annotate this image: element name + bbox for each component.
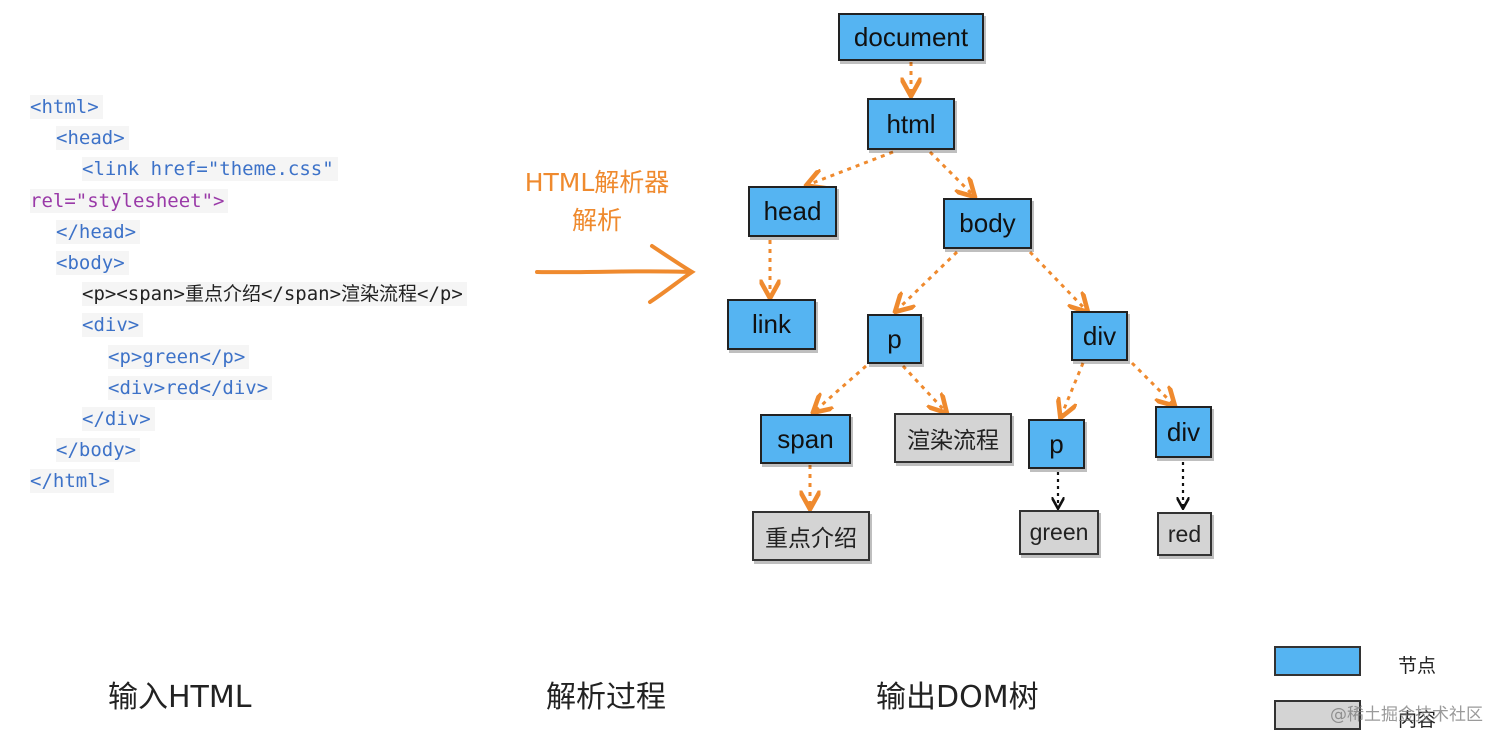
legend-node-swatch [1274,646,1361,676]
caption-output-dom: 输出DOM树 [876,680,1039,715]
edge-body-p [898,250,959,309]
node-link: link [727,299,816,350]
node-p: p [867,314,922,364]
code-line: <p><span>重点介绍</span>渲染流程</p> [28,279,467,310]
content-key-intro: 重点介绍 [752,511,870,561]
legend-node-label: 节点 [1398,655,1437,677]
content-red: red [1157,512,1212,556]
code-line: </body> [28,435,467,466]
node-head: head [748,186,837,237]
node-p-inner: p [1028,419,1085,469]
parse-arrow [535,244,696,304]
code-line: <div>red</div> [28,373,467,404]
node-body: body [943,198,1032,249]
legend-content-swatch [1274,700,1361,730]
parser-label: HTML解析器 解析 [512,164,682,240]
html-code-block: <html> <head> <link href="theme.css" rel… [28,92,467,498]
edge-body-div [1028,250,1085,309]
code-line: <p>green</p> [28,342,467,373]
node-div-inner: div [1155,406,1212,458]
parser-label-line2: 解析 [571,206,622,235]
code-line: <html> [28,92,467,123]
edge-div-div [1130,361,1172,403]
legend-content-label: 内容 [1398,709,1437,731]
content-render-flow: 渲染流程 [894,413,1012,463]
node-document: document [838,13,984,61]
edge-p-span [816,364,867,410]
caption-parse-process: 解析过程 [546,680,666,715]
code-line: </head> [28,217,467,248]
edge-html-body [928,150,972,194]
code-line: </div> [28,404,467,435]
node-span: span [760,414,851,464]
watermark: @稀土掘金技术社区 [1330,705,1483,725]
caption-input-html: 输入HTML [108,680,252,715]
node-div: div [1071,311,1128,361]
code-line: <div> [28,310,467,341]
node-html: html [867,98,955,150]
code-line: rel="stylesheet"> [28,186,467,217]
parser-label-line1: HTML解析器 [524,168,670,197]
code-line: <link href="theme.css" [28,154,467,185]
code-line: </html> [28,466,467,497]
edge-p-content [901,364,944,410]
code-line: <head> [28,123,467,154]
content-green: green [1019,510,1099,555]
edge-div-p [1062,362,1085,414]
code-line: <body> [28,248,467,279]
edge-html-head [810,150,894,184]
